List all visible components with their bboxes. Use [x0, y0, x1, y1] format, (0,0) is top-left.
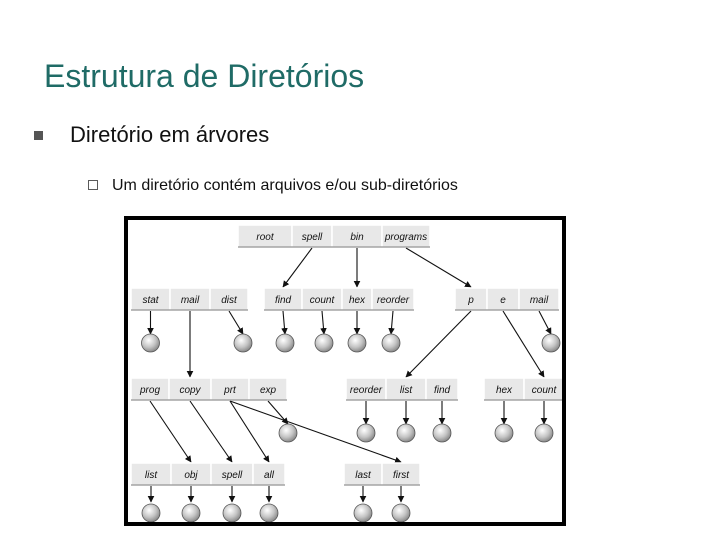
- pointer-arrow: [388, 310, 395, 335]
- dir-entry-label: prog: [139, 385, 160, 396]
- page-title: Estrutura de Diretórios: [44, 58, 365, 94]
- dir-entry-label: hex: [496, 385, 513, 396]
- file-node: [233, 333, 253, 353]
- pointer-arrow: [405, 310, 472, 378]
- dir-root: root spell bin programs: [237, 224, 431, 248]
- file-node: [432, 423, 452, 443]
- pointer-arrow: [281, 310, 288, 335]
- dir-entry-label: hex: [349, 295, 366, 306]
- pointer-arrow: [282, 247, 313, 288]
- file-node: [222, 503, 242, 522]
- file-node: [396, 423, 416, 443]
- dir-entry-label: all: [264, 470, 275, 481]
- dir-entry-label: count: [532, 385, 558, 396]
- dir-entry-label: find: [275, 295, 292, 306]
- file-node: [534, 423, 554, 443]
- dir-entry-label: e: [500, 295, 506, 306]
- pointer-arrow: [228, 310, 244, 335]
- dir-entry-label: prt: [223, 385, 237, 396]
- bullet-sub-text: Um diretório contém arquivos e/ou sub-di…: [112, 177, 458, 194]
- dir-entry-label: root: [256, 232, 274, 243]
- dir-level2-group-a: prog copy prt exp: [130, 377, 288, 401]
- file-node: [381, 333, 401, 353]
- file-node: [347, 333, 367, 353]
- pointer-arrow: [229, 400, 270, 463]
- file-node: [356, 423, 376, 443]
- hollow-square-bullet-icon: [88, 180, 98, 190]
- pointer-arrow: [405, 247, 472, 288]
- file-node: [278, 423, 298, 443]
- file-node: [353, 503, 373, 522]
- dir-entry-label: programs: [384, 232, 427, 243]
- file-node: [141, 503, 161, 522]
- file-node: [181, 503, 201, 522]
- dir-entry-label: p: [467, 295, 474, 306]
- dir-entry-label: exp: [260, 385, 277, 396]
- pointer-arrow: [189, 400, 233, 463]
- dir-entry-label: reorder: [350, 385, 383, 396]
- file-node: [541, 333, 561, 353]
- dir-entry-label: mail: [181, 295, 200, 306]
- dir-level2-group-b: reorder list find: [345, 377, 459, 401]
- file-node: [259, 503, 279, 522]
- file-node: [391, 503, 411, 522]
- tree-diagram-canvas: root spell bin programs stat mail dist find coun…: [128, 220, 562, 522]
- bullet-main-text: Diretório em árvores: [70, 122, 270, 147]
- dir-entry-label: copy: [179, 385, 201, 396]
- file-node: [494, 423, 514, 443]
- dir-entry-label: list: [145, 470, 158, 481]
- pointer-arrow: [149, 400, 192, 463]
- dir-entry-label: list: [400, 385, 413, 396]
- pointer-arrow: [502, 310, 545, 378]
- file-node: [141, 333, 160, 353]
- file-node: [275, 333, 295, 353]
- file-node: [314, 333, 334, 353]
- dir-entry-label: bin: [350, 232, 364, 243]
- dir-level3-group-b: last first: [343, 462, 421, 486]
- dir-entry-label: spell: [222, 470, 243, 481]
- dir-entry-label: obj: [184, 470, 198, 481]
- dir-entry-label: mail: [530, 295, 549, 306]
- pointer-arrow: [229, 400, 402, 464]
- dir-entry-label: count: [310, 295, 336, 306]
- dir-level2-group-c: hex count: [483, 377, 562, 401]
- pointer-arrow: [538, 310, 552, 335]
- dir-entry-label: last: [355, 470, 372, 481]
- dir-level1-group-c: p e mail: [454, 287, 560, 311]
- dir-entry-label: stat: [142, 295, 159, 306]
- dir-entry-label: find: [434, 385, 451, 396]
- dir-level1-group-a: stat mail dist: [130, 287, 249, 311]
- dir-entry-label: first: [393, 470, 410, 481]
- square-bullet-icon: [34, 131, 43, 140]
- dir-entry-label: dist: [221, 295, 238, 306]
- dir-entry-label: reorder: [377, 295, 410, 306]
- tree-directory-diagram: root spell bin programs stat mail dist find coun…: [124, 216, 566, 526]
- dir-level1-group-b: find count hex reorder: [263, 287, 415, 311]
- dir-entry-label: spell: [302, 232, 323, 243]
- dir-level3-group-a: list obj spell all: [130, 462, 286, 486]
- pointer-arrow: [320, 310, 327, 335]
